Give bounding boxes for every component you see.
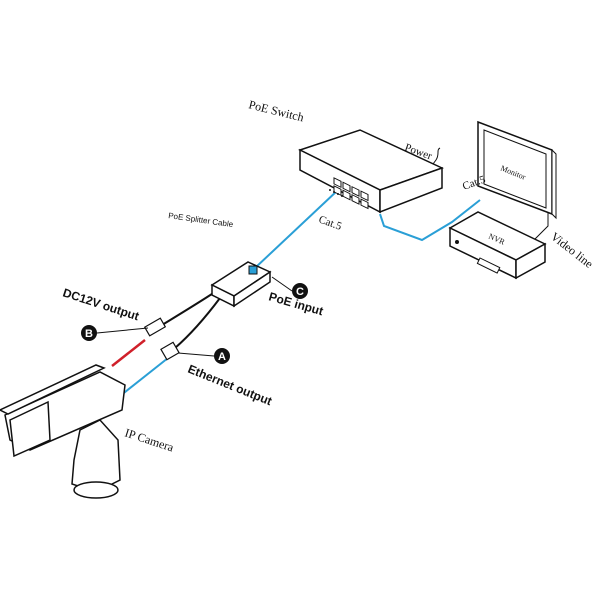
badge-a: A	[214, 348, 230, 364]
poe-switch	[298, 129, 444, 214]
dc-cable-to-camera	[111, 339, 146, 367]
nvr-indicator	[455, 240, 459, 244]
label-poe-switch: PoE Switch	[247, 97, 305, 124]
label-video-line: Video line	[548, 229, 596, 271]
splitter-rj45-port	[248, 265, 258, 275]
label-cat5-switch-nvr: Cat.5	[461, 173, 488, 192]
leader-c	[271, 276, 293, 292]
cat5-cable-switch-to-splitter	[254, 189, 339, 269]
poe-splitter	[210, 261, 272, 308]
label-ethernet-output: Ethernet output	[186, 362, 274, 408]
nvr-panel	[476, 257, 501, 274]
splitter-dc-cable	[161, 291, 216, 326]
splitter-ethernet-cable	[174, 297, 221, 349]
label-ip-camera: IP Camera	[123, 426, 176, 455]
switch-led-dots	[329, 189, 343, 197]
leader-a	[177, 352, 215, 357]
switch-ports	[333, 177, 369, 210]
nvr	[448, 211, 547, 280]
badge-c: C	[292, 283, 308, 299]
badge-b: B	[81, 325, 97, 341]
label-cat5-switch-splitter: Cat.5	[317, 214, 344, 233]
svg-text:B: B	[85, 328, 93, 340]
monitor	[477, 120, 557, 220]
ethernet-connector	[160, 341, 180, 361]
svg-text:C: C	[296, 286, 304, 298]
label-dc12v-output: DC12V output	[61, 286, 141, 324]
ethernet-cable-to-camera	[119, 357, 169, 397]
ip-camera	[0, 364, 126, 499]
leader-b	[96, 327, 149, 334]
svg-text:A: A	[218, 351, 226, 363]
dc-plug	[143, 317, 167, 337]
label-poe-splitter-cable: PoE Splitter Cable	[168, 211, 235, 229]
cat5-cable-switch-to-nvr	[379, 199, 481, 242]
